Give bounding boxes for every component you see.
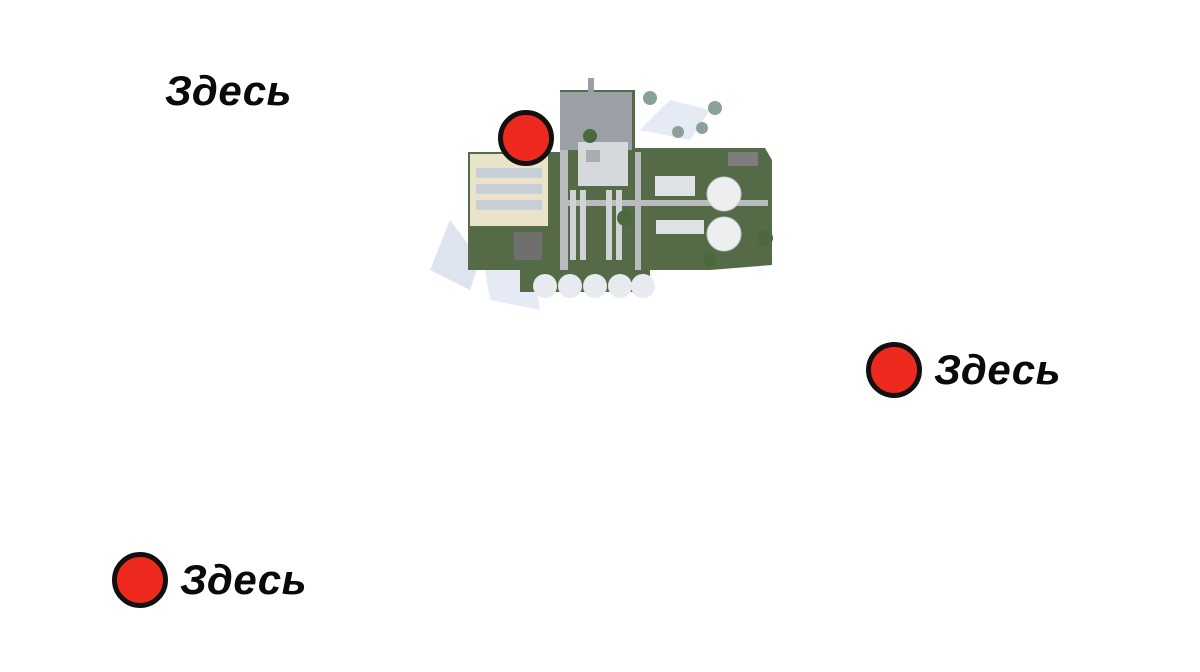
red-dot-icon	[112, 552, 168, 608]
marker-label: Здесь	[934, 346, 1062, 393]
plant-aerial-icon	[430, 78, 773, 310]
location-marker-right[interactable]: Здесь	[866, 342, 1061, 398]
red-dot-icon	[498, 110, 554, 166]
marker-label: Здесь	[164, 67, 292, 114]
treatment-plant-illustration	[410, 70, 790, 330]
location-marker-bottom-left[interactable]: Здесь	[112, 552, 307, 608]
red-dot-icon	[866, 342, 922, 398]
marker-label: Здесь	[180, 556, 308, 603]
